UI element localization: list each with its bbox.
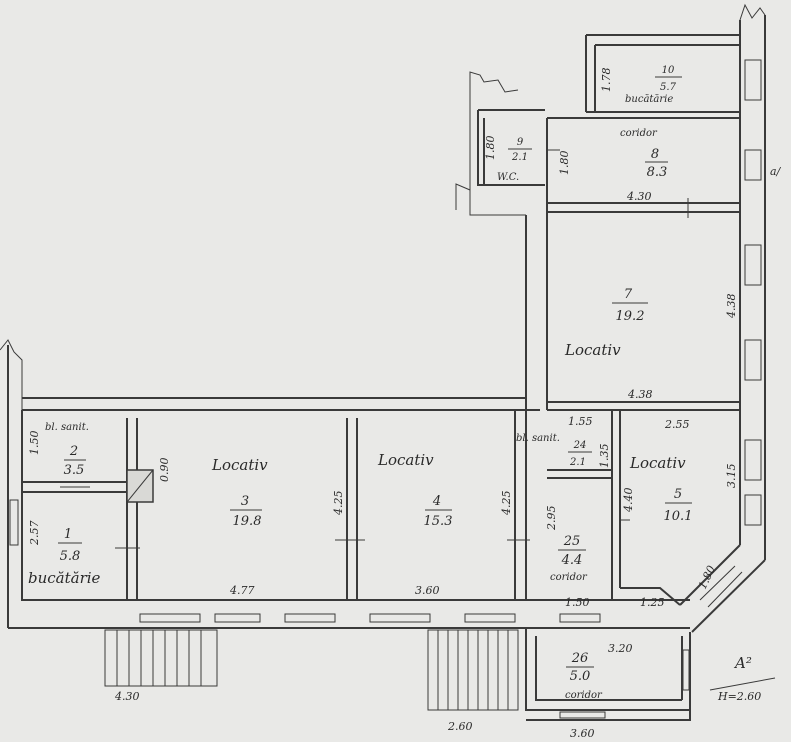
room-1-name: bucătărie — [28, 569, 101, 587]
dim-3-20: 3.20 — [608, 642, 633, 655]
room-3: Locativ 3 19.8 — [211, 456, 268, 529]
dim-2-55: 2.55 — [664, 418, 690, 431]
dimension-labels: 1.50 0.90 2.57 4.25 4.25 4.77 3.60 4.30 … — [28, 68, 738, 741]
room-24: bl. sanit. 24 2.1 — [516, 433, 592, 468]
room-3-number: 3 — [241, 494, 249, 509]
room-5: Locativ 5 10.1 — [629, 454, 692, 524]
room-5-area: 10.1 — [664, 509, 693, 524]
room-8: coridor 8 8.3 — [620, 128, 668, 180]
room-2: bl. sanit. 2 3.5 — [45, 422, 89, 478]
dim-4-30-a: 4.30 — [114, 690, 140, 703]
stairs-right — [427, 629, 519, 711]
dim-4-30-b: 4.30 — [626, 190, 652, 203]
room-8-name: coridor — [620, 128, 658, 139]
room-3-area: 19.8 — [233, 514, 262, 529]
dim-4-40: 4.40 — [622, 488, 635, 514]
room-26-area: 5.0 — [570, 669, 591, 684]
room-8-number: 8 — [651, 147, 659, 162]
dim-4-77: 4.77 — [229, 584, 255, 597]
room-4-area: 15.3 — [424, 514, 453, 529]
height-label: H=2.60 — [717, 690, 761, 703]
room-10-name: bucătărie — [625, 94, 673, 105]
room-25-name: coridor — [550, 572, 588, 583]
room-7-number: 7 — [624, 287, 633, 302]
walls — [0, 3, 766, 721]
room-7-name: Locativ — [564, 341, 621, 359]
room-25-area: 4.4 — [561, 553, 583, 568]
dim-1-50: 1.50 — [28, 431, 41, 456]
room-25: 25 4.4 coridor — [550, 534, 588, 583]
room-26-name: coridor — [565, 690, 603, 701]
room-7-area: 19.2 — [616, 309, 645, 324]
room-9-number: 9 — [517, 137, 524, 148]
dim-2-95: 2.95 — [545, 506, 558, 532]
room-24-area: 2.1 — [569, 457, 586, 468]
room-10: 10 5.7 bucătărie — [625, 65, 682, 105]
room-5-number: 5 — [674, 487, 682, 502]
room-4: Locativ 4 15.3 — [377, 451, 452, 529]
room-3-name: Locativ — [211, 456, 268, 474]
dim-1-55: 1.55 — [568, 415, 593, 428]
room-1: 1 5.8 bucătărie — [28, 527, 101, 587]
door-marks — [60, 149, 689, 549]
dim-0-90: 0.90 — [158, 458, 171, 483]
dim-4-38-b: 4.38 — [725, 294, 738, 320]
dim-3-15: 3.15 — [725, 464, 738, 489]
dim-4-25-a: 4.25 — [332, 491, 345, 517]
dim-1-78: 1.78 — [600, 68, 613, 93]
dim-4-38-a: 4.38 — [627, 388, 653, 401]
chimney — [126, 469, 154, 503]
room-10-area: 5.7 — [660, 82, 677, 93]
dim-2-57: 2.57 — [28, 521, 41, 547]
room-9: 9 2.1 W.C. — [497, 137, 532, 183]
room-24-name: bl. sanit. — [516, 433, 560, 444]
room-26: 26 5.0 coridor — [565, 651, 603, 701]
room-2-area: 3.5 — [64, 463, 85, 478]
room-8-area: 8.3 — [647, 165, 668, 180]
dim-1-50-b: 1.50 — [565, 596, 590, 609]
dim-1-80-c: 1.80 — [558, 151, 571, 176]
room-9-area: 2.1 — [511, 152, 528, 163]
room-4-number: 4 — [432, 494, 441, 509]
stairs-left — [104, 629, 218, 687]
axis-label: a/ — [770, 165, 782, 178]
dim-4-25-b: 4.25 — [500, 491, 513, 517]
dim-1-25: 1.25 — [640, 596, 665, 609]
room-2-name: bl. sanit. — [45, 422, 89, 433]
room-2-number: 2 — [69, 444, 78, 459]
dim-2-60: 2.60 — [447, 720, 473, 733]
level-mark: A² H=2.60 a/ — [709, 165, 782, 703]
room-5-name: Locativ — [629, 454, 686, 472]
room-25-number: 25 — [563, 534, 581, 549]
room-10-number: 10 — [662, 65, 675, 76]
room-24-number: 24 — [573, 440, 587, 451]
room-26-number: 26 — [571, 651, 589, 666]
level-label: A² — [733, 654, 752, 672]
dim-1-35: 1.35 — [598, 444, 611, 469]
dim-1-80-b: 1.80 — [484, 136, 497, 161]
windows — [9, 59, 762, 719]
dim-3-60-a: 3.60 — [415, 584, 440, 597]
room-9-name: W.C. — [497, 172, 519, 183]
room-1-area: 5.8 — [60, 549, 81, 564]
room-7: 7 19.2 Locativ — [564, 287, 648, 359]
dim-3-60-b: 3.60 — [570, 727, 595, 740]
room-1-number: 1 — [64, 527, 72, 542]
room-4-name: Locativ — [377, 451, 434, 469]
